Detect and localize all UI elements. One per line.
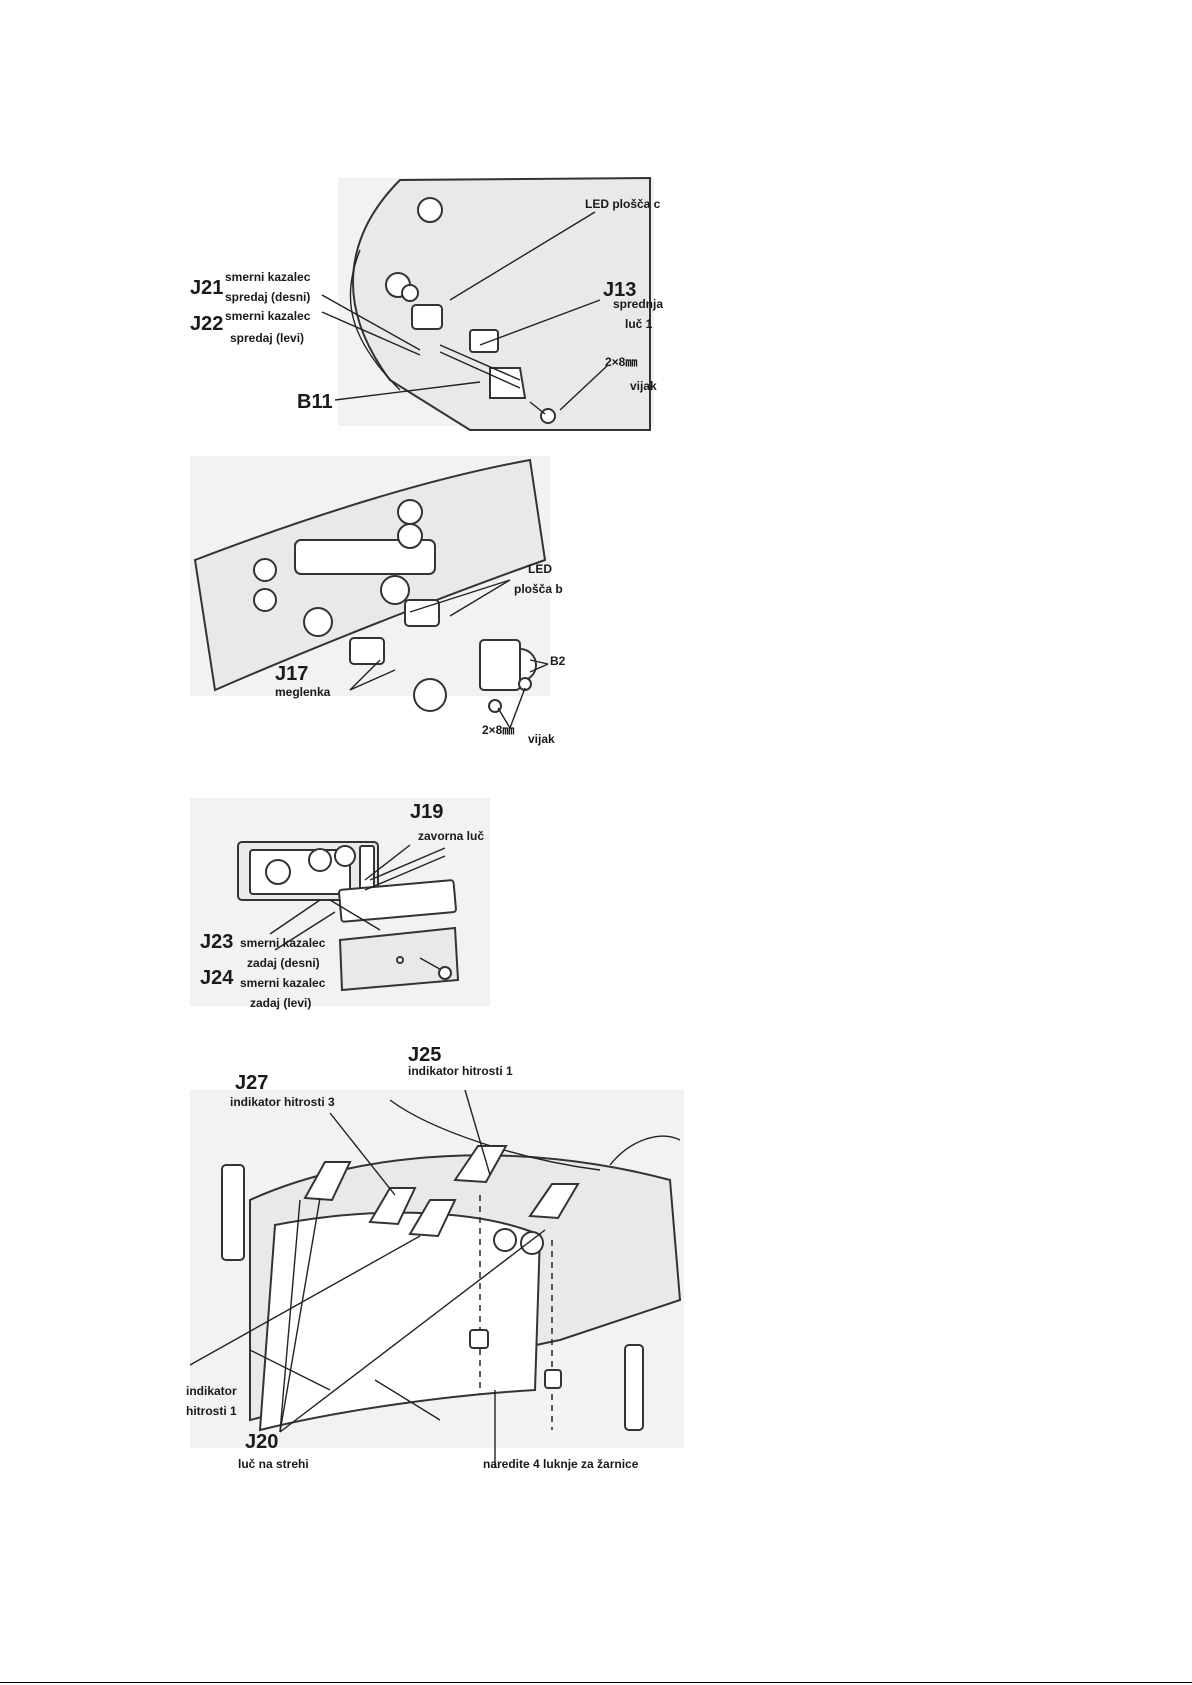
label-j13-line1: sprednja	[613, 297, 664, 311]
page-bottom-rule	[0, 1682, 1192, 1683]
label-j19-brake-light: zavorna luč	[418, 829, 485, 843]
label-j21-line2: spredaj (desni)	[225, 290, 311, 304]
label-screw-size-2: 2×8㎜	[482, 723, 515, 737]
label-j27-code: J27	[235, 1072, 269, 1094]
label-screw-size-1: 2×8㎜	[605, 355, 638, 369]
label-j20-roof-light: luč na strehi	[238, 1457, 309, 1471]
label-b11-code: B11	[297, 391, 333, 413]
label-j25-speed-indicator: indikator hitrosti 1	[408, 1064, 513, 1078]
label-j24-line2: zadaj (levi)	[250, 996, 312, 1010]
label-j20-code: J20	[245, 1431, 279, 1453]
label-j22-line1: smerni kazalec	[225, 309, 311, 323]
label-j13-code: J13	[603, 279, 637, 301]
label-j24-line1: smerni kazalec	[240, 976, 326, 990]
label-led-board-c: LED plošča c	[585, 197, 661, 211]
label-j22-line2: spredaj (levi)	[230, 331, 305, 345]
label-j24-code: J24	[200, 967, 234, 989]
label-j21-code: J21	[190, 277, 224, 299]
label-screw-2: vijak	[528, 732, 555, 746]
label-left-speed-indicator-line1: indikator	[186, 1384, 237, 1398]
label-j21-line1: smerni kazalec	[225, 270, 311, 284]
label-b2-code: B2	[550, 654, 566, 668]
label-screw-1: vijak	[630, 379, 657, 393]
label-j22-code: J22	[190, 313, 224, 335]
label-left-speed-indicator-line2: hitrosti 1	[186, 1404, 237, 1418]
label-j19-code: J19	[410, 801, 444, 823]
label-j23-line2: zadaj (desni)	[247, 956, 320, 970]
label-j13-line2: luč 1	[625, 317, 653, 331]
label-j23-line1: smerni kazalec	[240, 936, 326, 950]
label-make-bulb-holes: naredite 4 luknje za žarnice	[483, 1457, 639, 1471]
label-j17-fog-lamp: meglenka	[275, 685, 331, 699]
label-j25-code: J25	[408, 1044, 442, 1066]
label-j17-code: J17	[275, 663, 309, 685]
label-led-board-b-line1: LED	[528, 562, 552, 576]
label-j27-speed-indicator: indikator hitrosti 3	[230, 1095, 335, 1109]
label-led-board-b-line2: plošča b	[514, 582, 563, 596]
label-j23-code: J23	[200, 931, 234, 953]
